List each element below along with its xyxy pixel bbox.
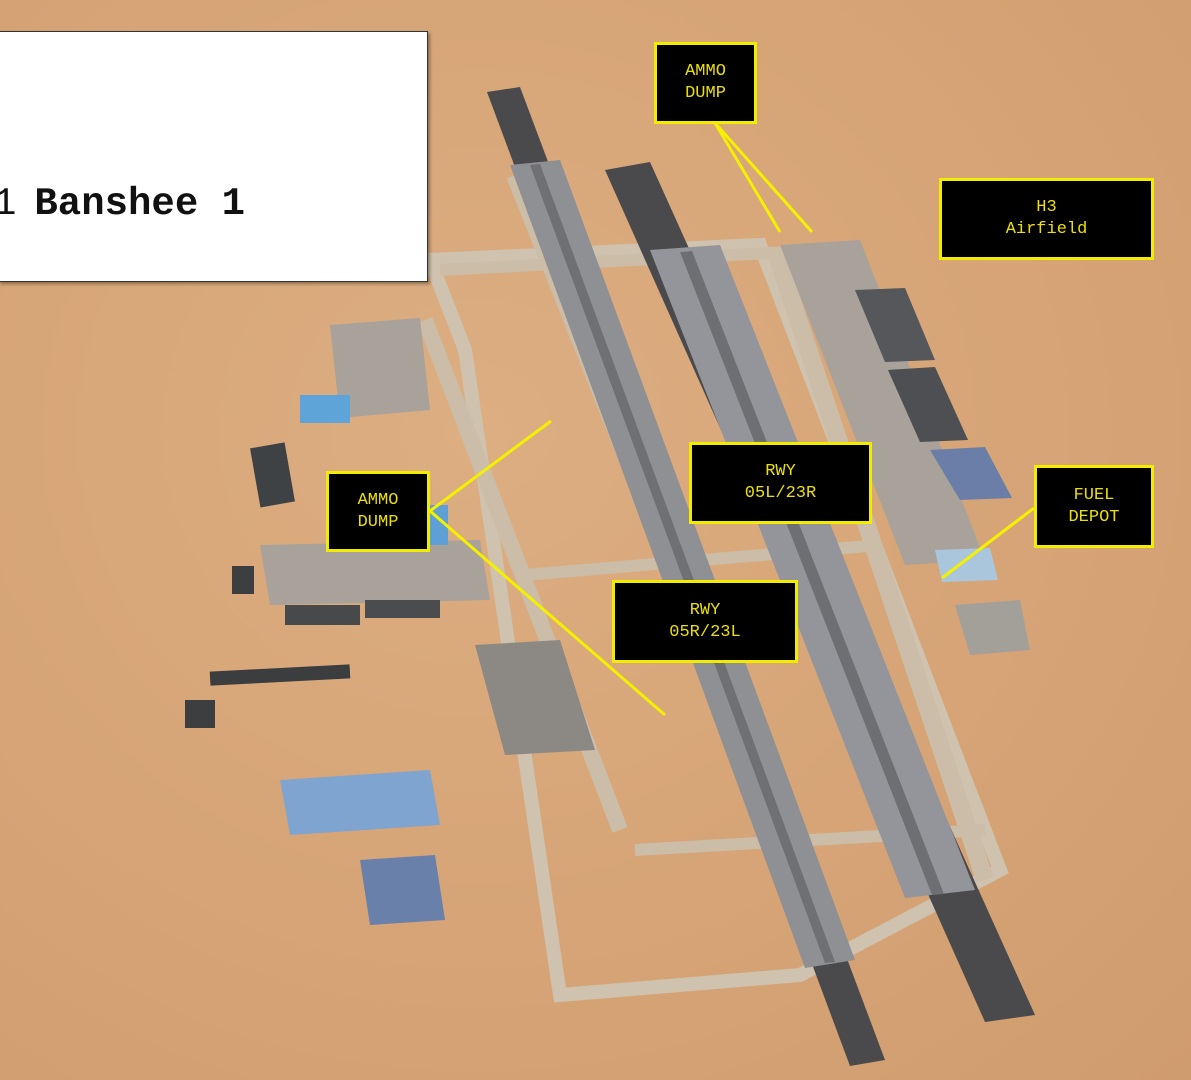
east-taxiway (766, 247, 994, 883)
label-ammo-dump-west: AMMO DUMP (326, 471, 430, 552)
building (185, 700, 215, 728)
shelter (855, 288, 935, 362)
callsign-title: 1 Banshee 1 (0, 182, 245, 226)
label-h3-airfield: H3 Airfield (939, 178, 1154, 260)
solar-panel-array (280, 770, 440, 835)
label-fuel-depot: FUEL DEPOT (1034, 465, 1154, 548)
runway-west-centerline (530, 164, 835, 963)
building (232, 566, 254, 594)
building (209, 664, 351, 686)
building (285, 605, 360, 625)
south-apron (475, 640, 595, 755)
solar-panel-array (360, 855, 445, 925)
shelter (888, 367, 968, 442)
west-apron (330, 318, 430, 418)
building (365, 600, 440, 618)
pad (955, 600, 1030, 655)
callsign-name: Banshee 1 (34, 182, 246, 226)
perimeter-taxiway (419, 237, 1009, 1003)
label-ammo-dump-north: AMMO DUMP (654, 42, 757, 124)
building (250, 442, 295, 508)
fuel-tank (935, 548, 998, 582)
runway-east-centerline (680, 251, 944, 895)
callsign-prefix: 1 (0, 182, 16, 226)
label-runway-05r-23l: RWY 05R/23L (612, 580, 798, 663)
callsign-title-box: 1 Banshee 1 (0, 31, 428, 282)
label-runway-05l-23r: RWY 05L/23R (689, 442, 872, 524)
north-cross-taxiway (439, 246, 791, 276)
pool (300, 395, 350, 423)
shelter (930, 447, 1012, 500)
east-apron (780, 240, 985, 565)
